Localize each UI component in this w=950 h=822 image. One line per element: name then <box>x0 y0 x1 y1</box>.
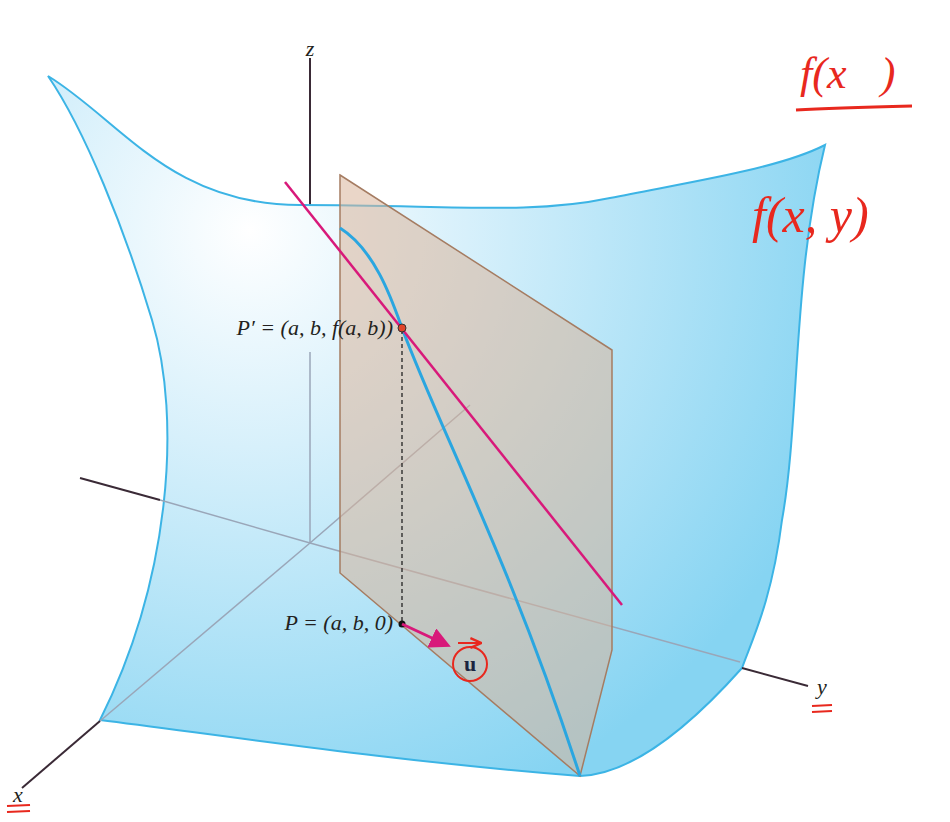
underline <box>796 106 912 110</box>
y-axis <box>742 668 808 686</box>
vertical-plane <box>340 175 612 776</box>
dashed-drop <box>401 330 402 622</box>
point-label: P = (a, b, 0) <box>284 612 393 634</box>
surface <box>48 76 825 776</box>
circled-vector: u <box>452 646 488 682</box>
z-axis <box>309 58 311 215</box>
axis-label: z <box>306 38 315 60</box>
x-axis-faint <box>100 543 310 721</box>
direction-vector <box>402 624 447 645</box>
underline <box>812 705 832 706</box>
vector-arrow-mark <box>458 642 480 644</box>
vector-label: u <box>464 653 476 675</box>
trace-curve <box>340 228 580 776</box>
z-axis-faint <box>309 352 311 543</box>
handwritten-note: f(x⃗) <box>800 52 895 96</box>
tangent-line <box>285 182 622 605</box>
point-label: P′ = (a, b, f(a, b)) <box>236 317 393 339</box>
axis-label: y <box>817 676 827 698</box>
handwritten-note: f(x, y) <box>752 190 869 240</box>
y-axis-back <box>80 478 160 500</box>
underline <box>812 711 832 712</box>
y-axis-faint <box>160 500 310 543</box>
point-dot <box>398 324 406 332</box>
underline <box>7 811 30 812</box>
axis-label: x <box>13 784 23 806</box>
x-axis <box>22 721 100 788</box>
